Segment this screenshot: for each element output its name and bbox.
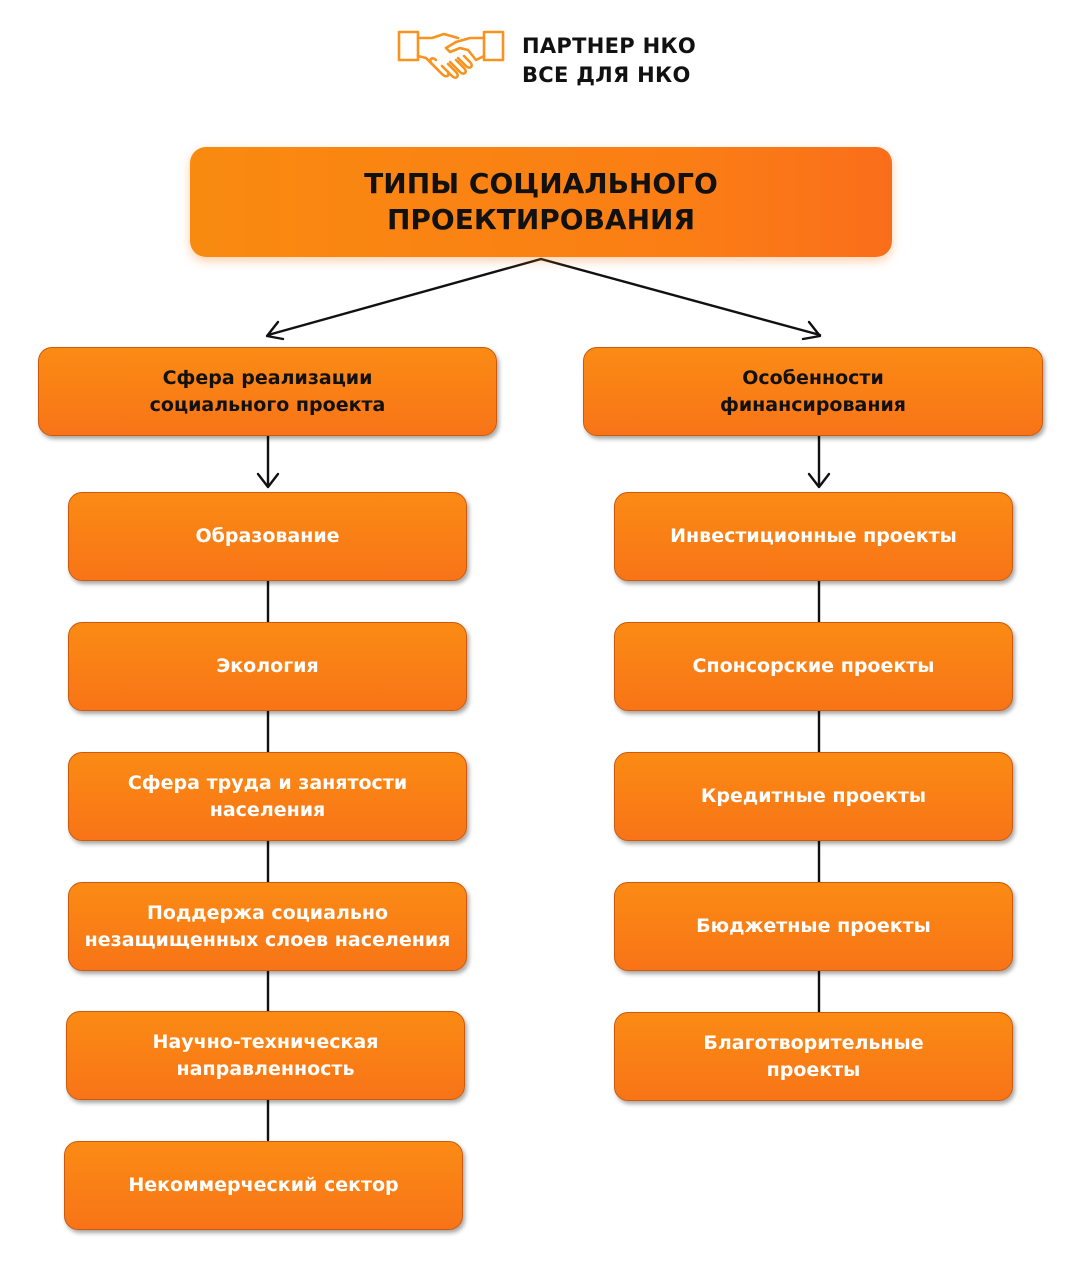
item-label: Бюджетные проекты (696, 915, 931, 937)
category-label: Особенности финансирования (720, 366, 906, 416)
category-label: Сфера реализации социального проекта (149, 366, 386, 416)
item-box: Некоммерческий сектор (64, 1141, 463, 1230)
item-label: Некоммерческий сектор (128, 1174, 399, 1196)
root-title: ТИПЫ СОЦИАЛЬНОГО ПРОЕКТИРОВАНИЯ (364, 167, 718, 236)
brand-line-1: ПАРТНЕР НКО (522, 34, 697, 58)
item-box: Благотворительные проекты (614, 1012, 1013, 1101)
item-label: Научно-техническая направленность (152, 1030, 379, 1080)
item-label: Экология (216, 655, 319, 677)
root-to-right-arrow (539, 257, 822, 337)
item-label: Спонсорские проекты (692, 655, 935, 677)
item-label: Кредитные проекты (700, 785, 927, 807)
item-box: Инвестиционные проекты (614, 492, 1013, 581)
root-to-left-arrow (266, 257, 543, 337)
item-label: Сфера труда и занятости населения (127, 771, 408, 821)
item-box: Спонсорские проекты (614, 622, 1013, 711)
item-label: Инвестиционные проекты (670, 525, 957, 547)
item-label: Поддержа социально незащищенных слоев на… (84, 901, 451, 951)
item-label: Благотворительные проекты (703, 1031, 924, 1081)
item-box: Бюджетные проекты (614, 882, 1013, 971)
item-label: Образование (195, 525, 340, 547)
item-box: Экология (68, 622, 467, 711)
brand-line-2: ВСЕ ДЛЯ НКО (522, 63, 691, 87)
item-box: Образование (68, 492, 467, 581)
item-box: Поддержа социально незащищенных слоев на… (68, 882, 467, 971)
brand-name: ПАРТНЕР НКО ВСЕ ДЛЯ НКО (522, 32, 696, 90)
item-box: Кредитные проекты (614, 752, 1013, 841)
handshake-icon (397, 30, 505, 79)
root-box: ТИПЫ СОЦИАЛЬНОГО ПРОЕКТИРОВАНИЯ (190, 147, 892, 257)
category-box-sphere: Сфера реализации социального проекта (38, 347, 497, 436)
item-box: Научно-техническая направленность (66, 1011, 465, 1100)
item-box: Сфера труда и занятости населения (68, 752, 467, 841)
category-box-financing: Особенности финансирования (583, 347, 1043, 436)
